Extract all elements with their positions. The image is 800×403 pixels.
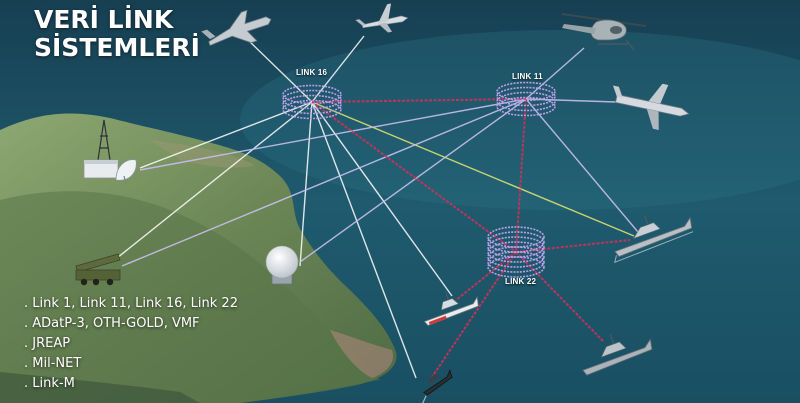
hub-ring <box>282 94 342 115</box>
hub-ring <box>487 226 545 248</box>
standards-list-item: ADatP-3, OTH-GOLD, VMF <box>24 314 238 334</box>
radome-icon <box>265 245 299 285</box>
connection-lines <box>111 35 639 381</box>
page-title-line-2: SİSTEMLERİ <box>34 33 200 62</box>
connection-line <box>121 98 527 267</box>
frigate-icon <box>614 215 694 264</box>
standards-list-item: Link-M <box>24 374 238 394</box>
hub-ring <box>487 241 545 263</box>
connection-line <box>311 98 527 103</box>
connection-line <box>111 101 313 263</box>
hub-ring <box>487 256 545 278</box>
ground-station-icon <box>83 119 137 185</box>
standards-list: Link 1, Link 11, Link 16, Link 22 ADatP-… <box>24 294 238 394</box>
page-title: VERİ LİNK SİSTEMLERİ <box>34 6 200 62</box>
hub-ring <box>496 96 556 117</box>
hub-ring <box>487 251 545 273</box>
link16-hub <box>282 84 342 120</box>
link11-label: LINK 11 <box>512 72 543 81</box>
connection-line <box>139 101 313 169</box>
hub-ring <box>496 86 556 107</box>
frigate-icon <box>582 334 653 376</box>
link16-label: LINK 16 <box>296 68 328 77</box>
patrol-aircraft-icon <box>612 83 690 130</box>
connection-line <box>311 101 417 379</box>
connection-line <box>299 101 313 267</box>
link11-hub <box>496 81 556 117</box>
hub-ring <box>487 246 545 268</box>
hub-ring <box>487 231 545 253</box>
connection-line <box>311 101 635 237</box>
hub-ring <box>282 99 342 120</box>
frigate-icon <box>423 292 479 326</box>
connection-line <box>455 251 517 301</box>
standards-list-item: Link 1, Link 11, Link 16, Link 22 <box>24 294 238 314</box>
missile-launcher-icon <box>75 253 121 286</box>
connection-line <box>525 47 585 100</box>
fighter-jet-icon <box>201 9 272 47</box>
connection-line <box>139 98 527 171</box>
hub-ring <box>496 91 556 112</box>
page-title-line-1: VERİ LİNK <box>34 5 174 34</box>
connection-line <box>311 101 517 253</box>
hub-ring <box>487 236 545 258</box>
hub-ring <box>282 84 342 105</box>
connection-line <box>429 251 517 381</box>
hub-ring <box>496 81 556 102</box>
link22-hub <box>487 226 545 278</box>
helicopter-icon <box>561 13 647 51</box>
connection-line <box>299 98 527 263</box>
link22-label: LINK 22 <box>505 277 537 286</box>
hub-ring <box>282 89 342 110</box>
connection-line <box>515 251 605 343</box>
standards-list-item: JREAP <box>24 334 238 354</box>
connection-line <box>525 98 639 233</box>
standards-list-item: Mil-NET <box>24 354 238 374</box>
drone-icon <box>355 3 409 33</box>
patrol-boat-icon <box>420 369 453 403</box>
